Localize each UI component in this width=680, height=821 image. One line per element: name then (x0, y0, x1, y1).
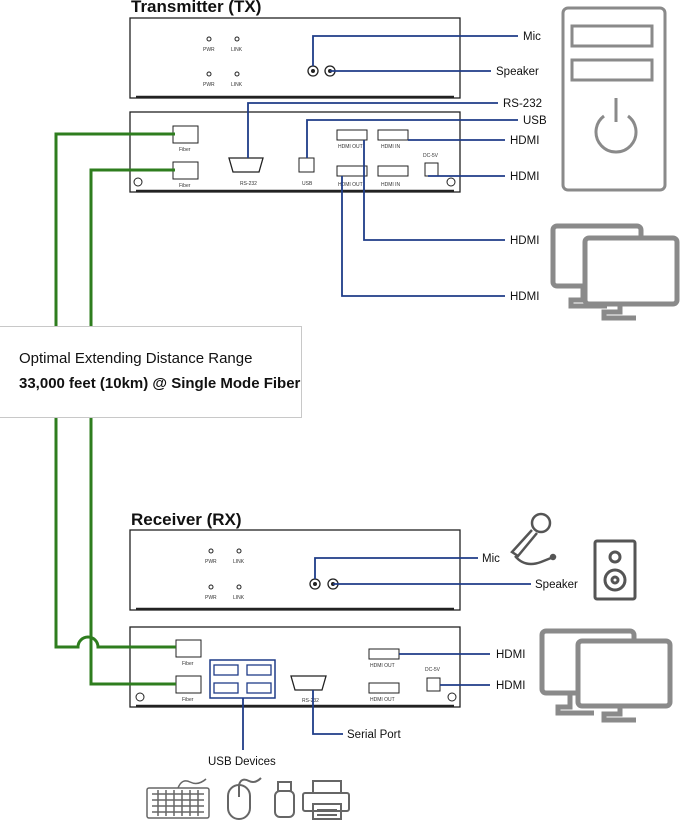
rx-usb-devices-callout: USB Devices (208, 756, 276, 768)
tx-usb-callout: USB (523, 115, 547, 127)
rx-rear-panel: Fiber Fiber RS-232 HDMI OUT HDMI OUT DC-… (129, 626, 461, 708)
fiber-cables (54, 132, 176, 686)
tx-hdmi-in-label-1: HDMI IN (381, 144, 401, 150)
tx-pwr-label-2: PWR (203, 82, 215, 88)
tx-fiber-label-1: Fiber (179, 147, 191, 153)
rx-speaker-callout: Speaker (535, 579, 578, 591)
rx-rs232-port-label: RS-232 (302, 698, 319, 704)
tx-mic-callout: Mic (523, 31, 541, 43)
tx-link-label-2: LINK (231, 82, 243, 88)
tx-pwr-label-1: PWR (203, 47, 215, 53)
keyboard-icon (146, 778, 210, 819)
monitor-pair-icon (539, 628, 673, 723)
tx-hdmi-callout-3: HDMI (510, 235, 539, 247)
rx-link-label-2: LINK (233, 595, 245, 601)
microphone-icon (510, 512, 557, 566)
banner-line-1: Optimal Extending Distance Range (19, 350, 253, 367)
rx-link-label-1: LINK (233, 559, 245, 565)
rx-hdmi-callout-2: HDMI (496, 680, 525, 692)
rx-dc-label: DC-5V (425, 667, 441, 673)
tx-fiber-label-2: Fiber (179, 183, 191, 189)
tx-rs232-callout: RS-232 (503, 98, 542, 110)
mouse-icon (227, 777, 262, 820)
rx-title: Receiver (RX) (131, 510, 242, 529)
tx-dc-label: DC-5V (423, 153, 439, 159)
tx-hdmi-callout-1: HDMI (510, 135, 539, 147)
tx-front-panel: PWR LINK PWR LINK (129, 17, 461, 99)
tx-rear-panel: Fiber Fiber RS-232 USB HDMI OUT HDMI IN … (129, 111, 461, 193)
tx-speaker-callout: Speaker (496, 66, 539, 78)
rx-pwr-label-1: PWR (205, 559, 217, 565)
pc-tower-icon (561, 6, 667, 192)
tx-hdmi-in-label-2: HDMI IN (381, 182, 401, 188)
tx-hdmi-callout-2: HDMI (510, 171, 539, 183)
printer-icon (302, 780, 350, 820)
usb-drive-icon (274, 781, 295, 818)
rx-serial-callout: Serial Port (347, 729, 401, 741)
rx-front-panel: PWR LINK PWR LINK (129, 529, 461, 611)
speaker-icon (593, 539, 637, 601)
rx-fiber-label-1: Fiber (182, 661, 194, 667)
banner-line-2: 33,000 feet (10km) @ Single Mode Fiber (19, 375, 301, 392)
tx-link-label-1: LINK (231, 47, 243, 53)
signal-cables (242, 35, 531, 750)
rx-fiber-label-2: Fiber (182, 697, 194, 703)
tx-title: Transmitter (TX) (131, 0, 261, 16)
tx-usb-port-label: USB (302, 181, 313, 187)
distance-banner (0, 326, 302, 418)
rx-mic-callout: Mic (482, 553, 500, 565)
rx-hdmi-out-label-1: HDMI OUT (370, 663, 395, 669)
tx-rs232-port-label: RS-232 (240, 181, 257, 187)
rx-hdmi-callout-1: HDMI (496, 649, 525, 661)
rx-pwr-label-2: PWR (205, 595, 217, 601)
tx-hdmi-out-label-2: HDMI OUT (338, 182, 363, 188)
rx-hdmi-out-label-2: HDMI OUT (370, 697, 395, 703)
tx-hdmi-callout-4: HDMI (510, 291, 539, 303)
tx-hdmi-out-label-1: HDMI OUT (338, 144, 363, 150)
monitor-pair-icon (550, 223, 680, 321)
